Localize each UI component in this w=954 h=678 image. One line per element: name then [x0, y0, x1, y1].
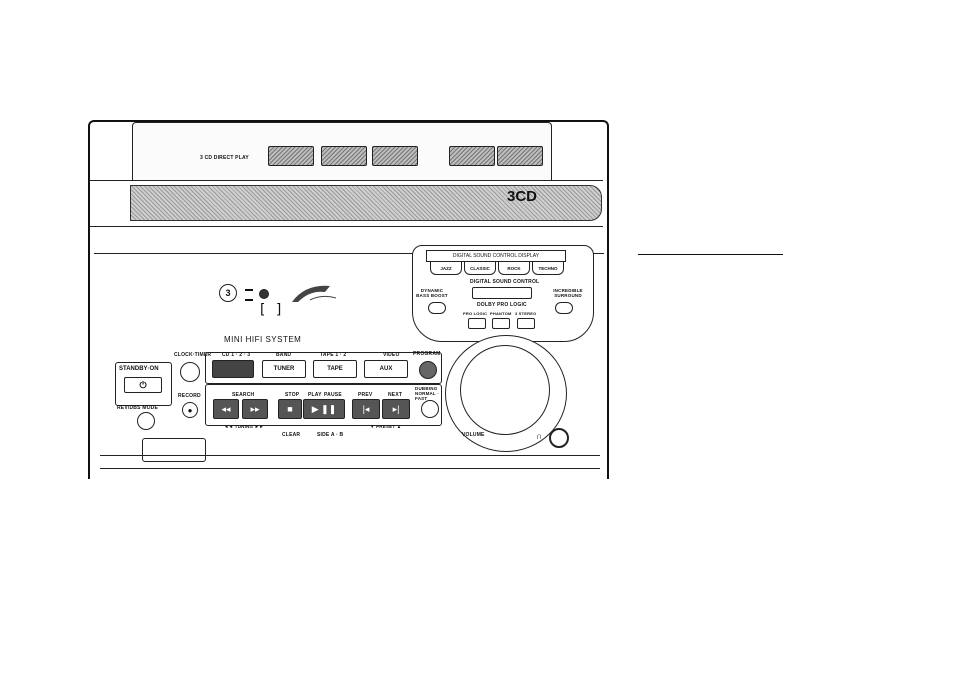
cd3-direct-button[interactable] [372, 146, 418, 166]
pause-label: PAUSE [324, 392, 342, 398]
open-close-button[interactable] [449, 146, 495, 166]
cd-source-button[interactable] [212, 360, 254, 378]
dsc-tab-rock: ROCK [498, 261, 530, 275]
standby-button[interactable]: ⏻ [124, 377, 162, 393]
3-stereo-button[interactable] [517, 318, 535, 329]
aux-button[interactable]: AUX [364, 360, 408, 378]
cd1-direct-button[interactable] [268, 146, 314, 166]
segment-display: [ ] [258, 302, 284, 318]
prologic-mode-3: 3 STEREO [515, 311, 537, 316]
3cd-badge: 3CD [507, 188, 538, 205]
dsc-select-button[interactable] [472, 287, 532, 299]
tray-band [90, 180, 603, 227]
search-back-button[interactable]: ◂◂ [213, 399, 239, 419]
dbb-label: DYNAMIC BASS BOOST [416, 288, 448, 298]
dsc-control-label: DIGITAL SOUND CONTROL [470, 279, 540, 285]
phantom-button[interactable] [492, 318, 510, 329]
prologic-mode-1: PRO LOGIC [463, 311, 488, 316]
program-label: PROGRAM [413, 351, 441, 357]
program-button[interactable] [419, 361, 437, 379]
sound-wave-icon [292, 285, 337, 302]
prev-label: PREV [358, 392, 373, 398]
next-button[interactable]: ▸| [382, 399, 410, 419]
source-panel [205, 352, 442, 384]
volume-label: VOLUME [462, 432, 485, 438]
standby-panel [115, 362, 172, 406]
video-label: VIDEO [383, 352, 400, 358]
transport-panel [205, 384, 442, 426]
rule-line [638, 254, 783, 255]
cd-source-label: CD 1 · 2 · 3 [222, 352, 251, 358]
prev-button[interactable]: |◂ [352, 399, 380, 419]
disc-change-button[interactable] [497, 146, 543, 166]
tuner-button[interactable]: TUNER [262, 360, 306, 378]
play-label: PLAY [308, 392, 322, 398]
disc-indicator-icon: 3 [219, 284, 237, 302]
next-label: NEXT [388, 392, 403, 398]
rec-mode-label: REV/DBS MODE [117, 405, 159, 411]
dubbing-button[interactable] [421, 400, 439, 418]
dbb-button[interactable] [428, 302, 446, 314]
clock-timer-label: CLOCK·TIMER [174, 352, 212, 358]
dsc-tab-jazz: JAZZ [430, 261, 462, 275]
play-pause-button[interactable]: ▶ ❚❚ [303, 399, 345, 419]
record-label: RECORD [178, 393, 201, 399]
clock-timer-button[interactable] [180, 362, 200, 382]
search-label: SEARCH [232, 392, 255, 398]
preset-label: ▼ PRESET ▲ [370, 424, 402, 429]
clear-label: CLEAR [282, 432, 301, 438]
direct-play-label: 3 CD DIRECT PLAY [200, 155, 249, 161]
cassette-slot [142, 438, 206, 462]
display-area [94, 253, 604, 364]
incredible-surround-button[interactable] [555, 302, 573, 314]
dubbing-label: DUBBING NORMAL · FAST [415, 386, 440, 401]
volume-knob[interactable] [460, 345, 550, 435]
model-title: MINI HIFI SYSTEM [224, 335, 302, 344]
band-label: BAND [276, 352, 292, 358]
standby-label: STANDBY·ON [119, 366, 159, 372]
tape-button[interactable]: TAPE [313, 360, 357, 378]
headphone-icon: ∩ [536, 431, 543, 441]
tape-indicator-icon [245, 289, 253, 301]
prologic-mode-2: PHANTOM [490, 311, 512, 316]
cd-tray-door[interactable] [130, 185, 602, 221]
stop-button[interactable]: ■ [278, 399, 302, 419]
headphone-jack[interactable] [549, 428, 569, 448]
dsc-tab-classic: CLASSIC [464, 261, 496, 275]
tape-source-label: TAPE 1 · 2 [320, 352, 347, 358]
incredible-surround-label: INCREDIBLE SURROUND [553, 288, 583, 298]
tuning-label: ◄◄ TUNING ►► [224, 424, 264, 429]
dsc-tab-techno: TECHNO [532, 261, 564, 275]
cd2-direct-button[interactable] [321, 146, 367, 166]
side-label: SIDE A · B [317, 432, 344, 438]
record-button[interactable]: ● [182, 402, 198, 418]
stop-label: STOP [285, 392, 300, 398]
dsc-display-label: DIGITAL SOUND CONTROL DISPLAY [426, 250, 566, 262]
rec-mode-button[interactable] [137, 412, 155, 430]
prologic-button[interactable] [468, 318, 486, 329]
search-forward-button[interactable]: ▸▸ [242, 399, 268, 419]
prologic-label: DOLBY PRO LOGIC [477, 302, 527, 308]
device-base [100, 455, 600, 469]
tuner-indicator-icon [259, 289, 269, 299]
